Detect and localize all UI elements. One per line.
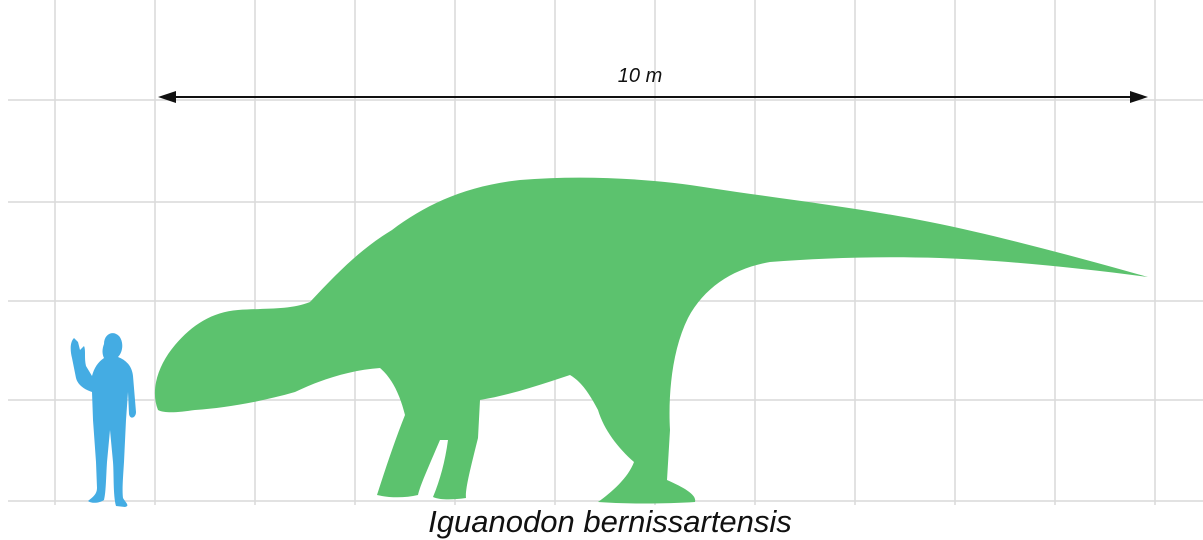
arrowhead-left-icon — [158, 91, 176, 103]
iguanodon-silhouette — [155, 178, 1148, 504]
human-silhouette — [71, 333, 136, 507]
scale-length-label: 10 m — [520, 64, 760, 88]
scale-arrow — [158, 91, 1148, 103]
arrowhead-right-icon — [1130, 91, 1148, 103]
species-name-caption: Iguanodon bernissartensis — [300, 504, 920, 540]
